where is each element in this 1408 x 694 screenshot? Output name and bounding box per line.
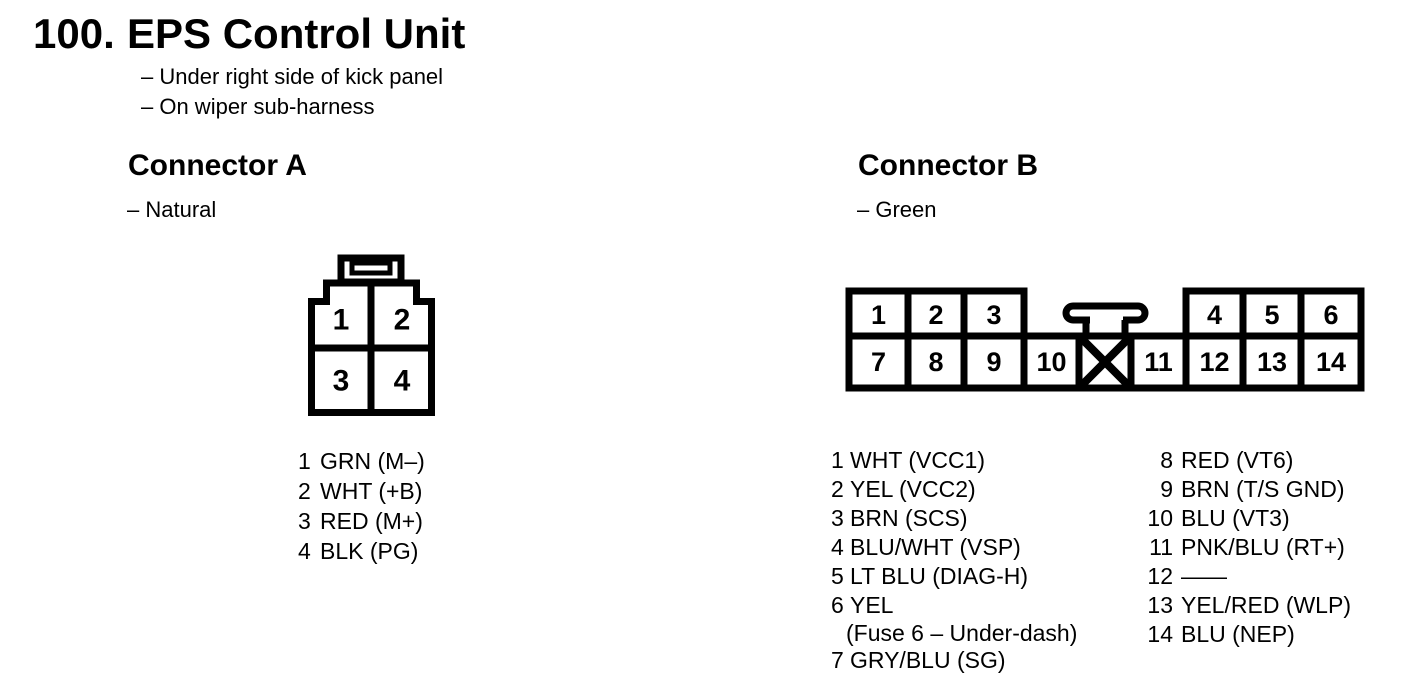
- pin-number: 13: [1147, 592, 1173, 618]
- cavity-number: 14: [1316, 347, 1346, 377]
- cavity-number: 6: [1323, 300, 1338, 330]
- connector-a-diagram: 1 2 3 4: [308, 254, 435, 416]
- cavity-number: 1: [333, 304, 350, 337]
- pin-row: 13 YEL/RED (WLP): [1141, 591, 1351, 620]
- pin-label: WHT (+B): [320, 478, 423, 504]
- pin-sub-label: (Fuse 6 – Under-dash): [846, 620, 1078, 646]
- pin-label: ——: [1181, 563, 1227, 589]
- cavity-cell: [1297, 332, 1365, 392]
- pin-label: RED (M+): [320, 508, 423, 534]
- location-notes: – Under right side of kick panel – On wi…: [141, 62, 443, 122]
- pin-row: 11 PNK/BLU (RT+): [1141, 533, 1351, 562]
- cavity-number: 13: [1257, 347, 1287, 377]
- pin-row: 10 BLU (VT3): [1141, 504, 1351, 533]
- x-crossed-cavity-icon: [1075, 332, 1135, 392]
- pin-label: YEL (VCC2): [850, 476, 976, 502]
- cavity-cell: [1297, 287, 1365, 340]
- pin-number: 4: [831, 534, 844, 560]
- connector-b-pin-list-right: 8 RED (VT6) 9 BRN (T/S GND) 10 BLU (VT3)…: [1141, 446, 1351, 649]
- pin-number: 4: [298, 538, 311, 564]
- pin-number: 9: [1160, 476, 1173, 502]
- connector-a-color-note: – Natural: [127, 197, 217, 222]
- latch-slot-icon: [349, 260, 393, 276]
- cavity-number: 3: [333, 365, 350, 398]
- location-note: – Under right side of kick panel: [141, 64, 444, 89]
- pin-row: 2 WHT (+B): [298, 476, 425, 506]
- pin-label: PNK/BLU (RT+): [1181, 534, 1345, 560]
- pin-row: 1 WHT (VCC1): [831, 446, 1077, 475]
- pin-number: 3: [298, 508, 311, 534]
- cavity-number: 7: [871, 347, 886, 377]
- cavity-number: 1: [871, 300, 886, 330]
- pin-row: 2 YEL (VCC2): [831, 475, 1077, 504]
- cavity-cell: [1020, 332, 1083, 392]
- pin-row: 3 BRN (SCS): [831, 504, 1077, 533]
- pin-label: YEL: [850, 592, 894, 618]
- pin-row: 1 GRN (M–): [298, 446, 425, 476]
- pin-row: 14 BLU (NEP): [1141, 620, 1351, 649]
- cavity-number: 10: [1036, 347, 1066, 377]
- pin-label: BLU/WHT (VSP): [850, 534, 1021, 560]
- location-note: – On wiper sub-harness: [141, 94, 375, 119]
- pin-number: 10: [1147, 505, 1173, 531]
- pin-row: 4 BLK (PG): [298, 536, 425, 566]
- pin-label: YEL/RED (WLP): [1181, 592, 1351, 618]
- pin-number: 6: [831, 592, 844, 618]
- pin-row: 4 BLU/WHT (VSP): [831, 533, 1077, 562]
- page-title: EPS Control Unit: [127, 10, 466, 57]
- cavity-number: 11: [1144, 347, 1173, 377]
- pin-label: BLU (NEP): [1181, 621, 1295, 647]
- pin-number: 12: [1147, 563, 1173, 589]
- cavity-number: 9: [986, 347, 1001, 377]
- pin-number: 1: [298, 448, 311, 474]
- cavity-cell: [960, 332, 1028, 392]
- pin-row: 9 BRN (T/S GND): [1141, 475, 1351, 504]
- connector-a-pin-list: 1 GRN (M–) 2 WHT (+B) 3 RED (M+) 4 BLK (…: [298, 446, 425, 566]
- cavity-number: 4: [394, 365, 411, 398]
- pin-label: BLU (VT3): [1181, 505, 1290, 531]
- pin-label: RED (VT6): [1181, 447, 1294, 473]
- pin-label: GRN (M–): [320, 448, 425, 474]
- connector-b-color-note: – Green: [857, 197, 937, 222]
- pin-row: 5 LT BLU (DIAG-H): [831, 562, 1077, 591]
- pin-row: 7 GRY/BLU (SG): [831, 646, 1077, 675]
- pin-label: WHT (VCC1): [850, 447, 986, 473]
- pin-row: 12 ——: [1141, 562, 1351, 591]
- cavity-number: 5: [1264, 300, 1279, 330]
- pin-number: 11: [1149, 534, 1173, 560]
- pin-number: 7: [831, 647, 844, 673]
- pin-number: 8: [1160, 447, 1173, 473]
- pin-number: 2: [831, 476, 844, 502]
- pin-number: 1: [831, 447, 844, 473]
- section-number: 100.: [33, 10, 115, 57]
- cavity-number: 8: [928, 347, 943, 377]
- pin-label: BLK (PG): [320, 538, 419, 564]
- pin-label: BRN (SCS): [850, 505, 968, 531]
- connector-b-diagram: 1 2 3 4 5 6 7 8 9 10 11 12 13 14: [845, 287, 1365, 392]
- connector-b-pin-list-left: 1 WHT (VCC1) 2 YEL (VCC2) 3 BRN (SCS) 4 …: [831, 446, 1077, 675]
- cavity-number: 2: [394, 304, 411, 337]
- pin-row: 8 RED (VT6): [1141, 446, 1351, 475]
- cavity-number: 2: [928, 300, 943, 330]
- pin-number: 5: [831, 563, 844, 589]
- pin-row: 3 RED (M+): [298, 506, 425, 536]
- connector-b-heading: Connector B: [858, 149, 1038, 182]
- pin-label: BRN (T/S GND): [1181, 476, 1345, 502]
- pin-number: 3: [831, 505, 844, 531]
- pin-number: 2: [298, 478, 311, 504]
- connector-a-heading: Connector A: [128, 149, 307, 182]
- cavity-number: 4: [1207, 300, 1222, 330]
- cavity-number: 3: [986, 300, 1001, 330]
- cavity-number: 12: [1199, 347, 1229, 377]
- pin-label: GRY/BLU (SG): [850, 647, 1006, 673]
- pin-number: 14: [1147, 621, 1173, 647]
- pin-label: LT BLU (DIAG-H): [850, 563, 1029, 589]
- pin-row: 6 YEL: [831, 591, 1077, 620]
